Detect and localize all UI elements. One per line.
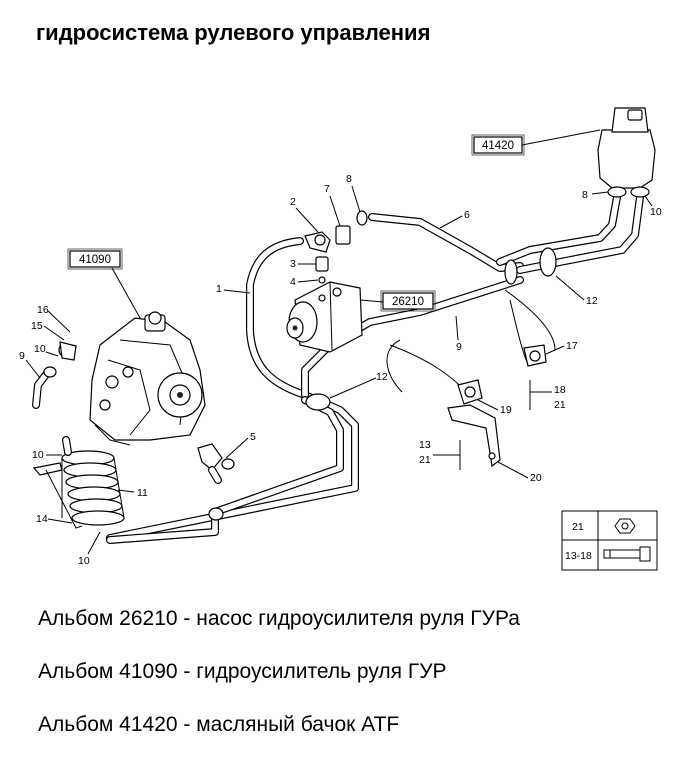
callout-11: 11 bbox=[137, 487, 148, 499]
detail-views bbox=[386, 289, 556, 468]
album-caption-41420: Альбом 41420 - масляный бачок ATF bbox=[38, 713, 400, 736]
album-box-41090-label: 41090 bbox=[79, 254, 111, 266]
power-steering-pump bbox=[286, 281, 363, 353]
callout-10-coil-top: 10 bbox=[32, 449, 44, 461]
album-box-41420-label: 41420 bbox=[482, 140, 514, 152]
callout-20: 20 bbox=[530, 472, 542, 484]
page-title: гидросистема рулевого управления bbox=[36, 20, 431, 45]
callout-8-pump: 8 bbox=[346, 173, 352, 185]
callout-1: 1 bbox=[216, 283, 222, 295]
cooler-bracket bbox=[32, 462, 83, 529]
callout-14: 14 bbox=[36, 513, 48, 525]
bolt-icon bbox=[603, 546, 651, 562]
callout-18: 18 bbox=[554, 384, 566, 396]
callout-9-pipe: 9 bbox=[456, 341, 462, 353]
callout-15: 15 bbox=[31, 320, 43, 332]
gear-fitting-5 bbox=[197, 443, 235, 484]
callout-21-clip: 21 bbox=[554, 399, 566, 411]
hex-nut-icon bbox=[614, 518, 636, 534]
album-box-41420: 41420 bbox=[471, 129, 601, 156]
fastener-legend: 21 13-18 bbox=[561, 510, 658, 571]
oil-cooler-coil bbox=[61, 436, 125, 526]
callout-7: 7 bbox=[324, 183, 330, 195]
pipe-clamps bbox=[208, 247, 557, 521]
callout-6: 6 bbox=[464, 209, 470, 221]
callout-labels: 1 2 3 4 5 6 7 8 8 9 9 10 10 10 10 11 12 … bbox=[19, 173, 662, 567]
callout-13: 13 bbox=[419, 439, 431, 451]
callout-2: 2 bbox=[290, 196, 296, 208]
callout-10-coil-bottom: 10 bbox=[78, 555, 90, 567]
callout-10-hose: 10 bbox=[34, 343, 46, 355]
callout-21-bracket: 21 bbox=[419, 454, 431, 466]
oil-reservoir bbox=[597, 107, 656, 198]
callout-16: 16 bbox=[37, 304, 49, 316]
pump-fittings bbox=[304, 210, 368, 284]
legend-row-21-label: 21 bbox=[572, 521, 584, 533]
steering-hydraulics-diagram: 41090 26210 41420 1 2 3 4 5 6 7 8 8 9 9 bbox=[19, 107, 662, 571]
album-box-41090: 41090 bbox=[67, 248, 141, 319]
album-caption-26210: Альбом 26210 - насос гидроусилителя руля… bbox=[38, 607, 520, 630]
callout-12-upper: 12 bbox=[586, 295, 598, 307]
callout-8-reservoir: 8 bbox=[582, 189, 588, 201]
callout-4: 4 bbox=[290, 276, 296, 288]
callout-19: 19 bbox=[500, 404, 512, 416]
callout-17: 17 bbox=[566, 340, 578, 352]
callout-3: 3 bbox=[290, 258, 296, 270]
callout-12-lower: 12 bbox=[376, 371, 388, 383]
callout-10-reservoir: 10 bbox=[650, 206, 662, 218]
album-caption-41090: Альбом 41090 - гидроусилитель руля ГУР bbox=[38, 660, 447, 683]
album-box-26210: 26210 bbox=[359, 290, 436, 312]
left-hose bbox=[32, 341, 77, 409]
steering-gear bbox=[89, 311, 206, 446]
legend-row-13-18-label: 13-18 bbox=[565, 550, 592, 562]
callout-9-hose: 9 bbox=[19, 350, 25, 362]
album-box-26210-label: 26210 bbox=[392, 296, 424, 308]
callout-5: 5 bbox=[250, 431, 256, 443]
